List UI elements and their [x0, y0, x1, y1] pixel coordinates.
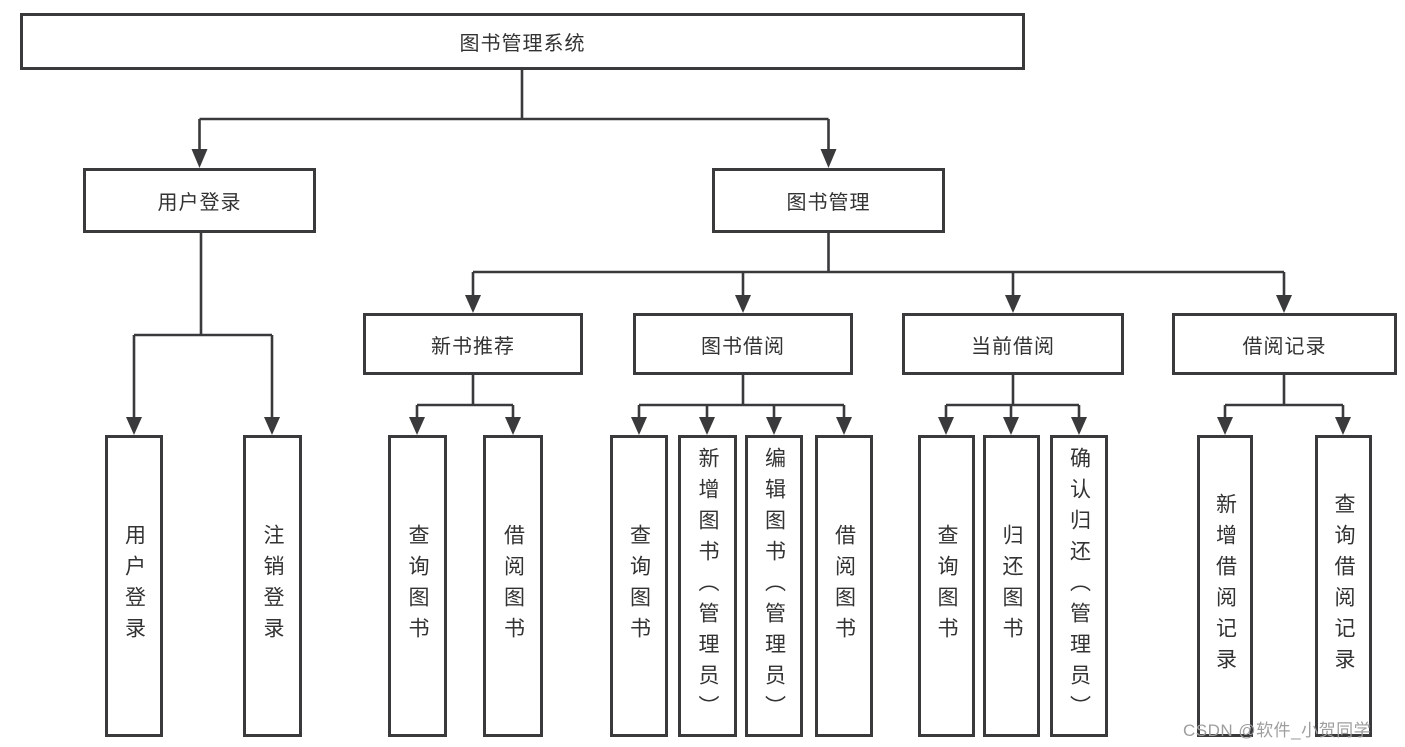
node-borrow-records-label: 借阅记录	[1242, 335, 1327, 358]
leaf-logout-label: 注销登录	[261, 524, 284, 648]
node-new-book-recommend-label: 新书推荐	[431, 335, 515, 358]
leaf-borrow-add-book-label: 新增图书（管理员）	[696, 446, 719, 726]
leaf-query-borrow-record: 查询借阅记录	[1315, 435, 1372, 737]
leaf-return-book-label: 归还图书	[1000, 524, 1023, 648]
leaf-borrow-book: 借阅图书	[815, 435, 873, 737]
leaf-confirm-return: 确认归还（管理员）	[1050, 435, 1108, 737]
arrowheads	[126, 149, 1351, 435]
leaf-newbook-query: 查询图书	[388, 435, 447, 737]
leaf-current-query-label: 查询图书	[935, 524, 958, 648]
leaf-borrow-query: 查询图书	[610, 435, 668, 737]
leaf-newbook-borrow: 借阅图书	[483, 435, 543, 737]
node-book-management: 图书管理	[712, 168, 945, 233]
node-book-borrow: 图书借阅	[633, 313, 853, 375]
leaf-borrow-query-label: 查询图书	[627, 524, 651, 648]
node-book-borrow-label: 图书借阅	[701, 335, 785, 358]
leaf-borrow-book-label: 借阅图书	[832, 524, 856, 648]
leaf-logout: 注销登录	[243, 435, 302, 737]
node-borrow-records: 借阅记录	[1172, 313, 1397, 375]
leaf-borrow-edit-book: 编辑图书（管理员）	[745, 435, 803, 737]
leaf-current-query: 查询图书	[918, 435, 975, 737]
node-user-login-label: 用户登录	[157, 192, 242, 214]
leaf-newbook-borrow-label: 借阅图书	[501, 524, 525, 648]
leaf-user-login-label: 用户登录	[122, 524, 146, 648]
node-current-borrow-label: 当前借阅	[971, 335, 1055, 358]
node-current-borrow: 当前借阅	[902, 313, 1124, 375]
leaf-add-borrow-record: 新增借阅记录	[1197, 435, 1253, 737]
leaf-newbook-query-label: 查询图书	[406, 524, 429, 648]
leaf-query-borrow-record-label: 查询借阅记录	[1332, 493, 1355, 679]
node-book-management-label: 图书管理	[786, 192, 871, 214]
leaf-borrow-add-book: 新增图书（管理员）	[678, 435, 737, 737]
node-new-book-recommend: 新书推荐	[363, 313, 583, 375]
leaf-return-book: 归还图书	[983, 435, 1040, 737]
watermark: CSDN @软件_小贺同学	[1183, 721, 1372, 740]
leaf-confirm-return-label: 确认归还（管理员）	[1067, 446, 1091, 726]
leaf-user-login: 用户登录	[105, 435, 163, 737]
leaf-borrow-edit-book-label: 编辑图书（管理员）	[762, 446, 786, 726]
leaf-add-borrow-record-label: 新增借阅记录	[1213, 493, 1237, 679]
node-root-label: 图书管理系统	[459, 33, 586, 55]
node-root: 图书管理系统	[20, 13, 1025, 70]
node-user-login: 用户登录	[83, 168, 316, 233]
